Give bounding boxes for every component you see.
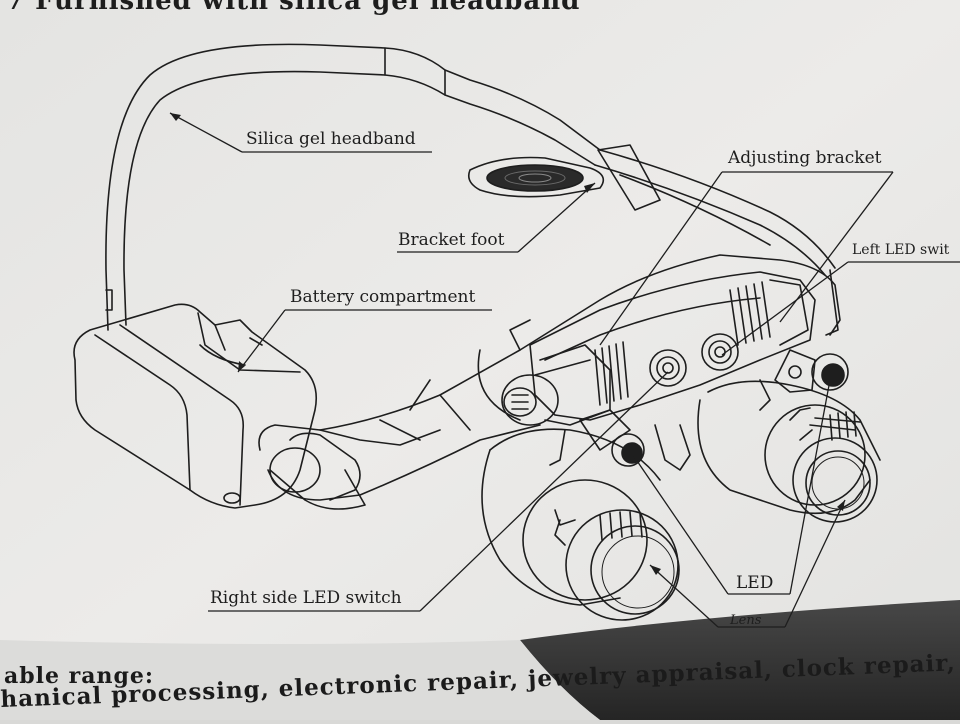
label-left-led-switch: Left LED swit bbox=[852, 242, 950, 258]
label-right-side-led-switch: Right side LED switch bbox=[210, 588, 402, 608]
leader-lines bbox=[169, 112, 960, 628]
headband bbox=[105, 43, 601, 331]
label-bracket-foot: Bracket foot bbox=[398, 230, 505, 250]
label-battery-compartment: Battery compartment bbox=[290, 287, 476, 307]
label-adjusting-bracket: Adjusting bracket bbox=[728, 148, 882, 168]
loupe-drawing bbox=[73, 43, 881, 621]
bracket-foot bbox=[467, 156, 605, 198]
label-silica-gel-headband: Silica gel headband bbox=[246, 129, 416, 149]
front-housing bbox=[501, 271, 816, 426]
paper-lower-strip bbox=[0, 640, 600, 720]
page-shadow bbox=[520, 600, 960, 720]
left-led bbox=[759, 349, 849, 411]
battery-compartment bbox=[73, 303, 318, 509]
frame-body bbox=[258, 254, 841, 510]
section-header: 7 Furnished with silica gel headband bbox=[6, 0, 581, 16]
footer-heading: able range: bbox=[4, 663, 154, 689]
arrowheads bbox=[170, 113, 845, 575]
label-led: LED bbox=[736, 573, 774, 593]
label-lens: Lens bbox=[730, 613, 762, 628]
right-led bbox=[549, 409, 691, 471]
